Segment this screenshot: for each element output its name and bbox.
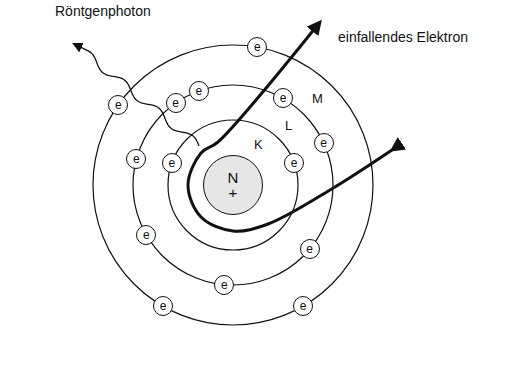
electron-circle: e (314, 133, 334, 153)
electron-circle: e (247, 37, 267, 57)
photon-wave (74, 44, 199, 146)
nucleus-circle: N+ (203, 155, 263, 215)
electron-symbol: e (195, 85, 202, 97)
electron-symbol: e (300, 300, 307, 312)
electron-symbol: e (169, 157, 176, 169)
caption-label: einfallendes Elektron (338, 30, 468, 45)
electron-circle: e (273, 88, 293, 108)
electron-circle: e (153, 296, 173, 316)
caption-label: Röntgenphoton (55, 4, 151, 19)
electron-shells (93, 45, 373, 325)
nucleus-symbol: + (229, 185, 238, 200)
electron-symbol: e (291, 157, 298, 169)
electron-symbol: e (280, 92, 287, 104)
electron-symbol: e (306, 243, 313, 255)
shell-label: M (312, 92, 323, 106)
electron-symbol: e (143, 229, 150, 241)
electron-circle: e (136, 225, 156, 245)
shell-ring (93, 45, 373, 325)
electron-symbol: e (160, 300, 167, 312)
shell-label: L (285, 119, 292, 133)
electron-track (188, 22, 392, 231)
electron-circle: e (189, 81, 209, 101)
electron-circle: e (300, 239, 320, 259)
electron-circle: e (126, 149, 146, 169)
nucleus-symbol: N (228, 170, 239, 185)
electron-circle: e (162, 153, 182, 173)
electron-circle: e (108, 95, 128, 115)
electron-symbol: e (115, 99, 122, 111)
shell-label: K (254, 138, 263, 152)
electron-circle: e (166, 93, 186, 113)
electron-symbol: e (172, 97, 179, 109)
electron-symbol: e (221, 279, 228, 291)
electron-circle: e (284, 153, 304, 173)
electron-symbol: e (320, 137, 327, 149)
electron-symbol: e (133, 153, 140, 165)
electron-symbol: e (254, 41, 261, 53)
electron-circle: e (214, 275, 234, 295)
electron-circle: e (293, 296, 313, 316)
